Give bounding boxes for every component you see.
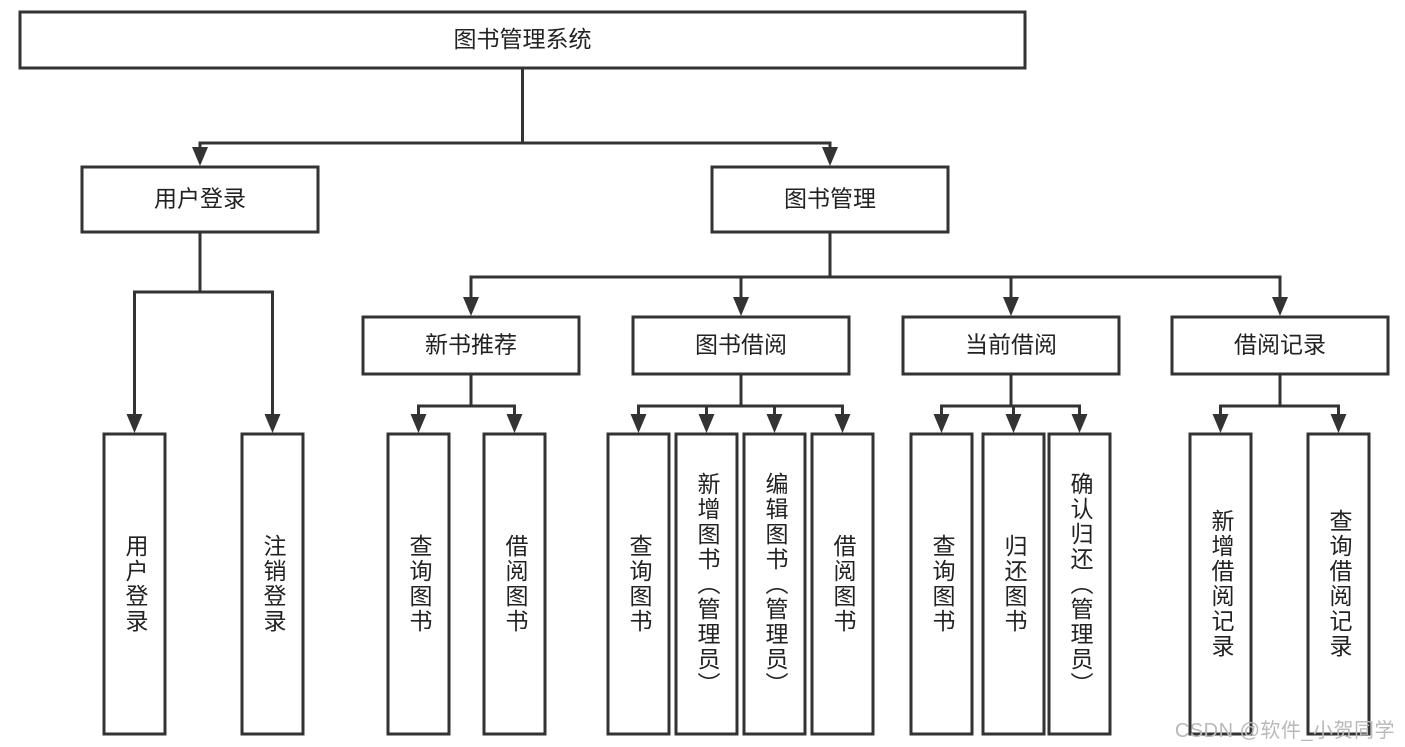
node-leaf-return-book[interactable]	[981, 432, 1046, 736]
node-label-current-borrow: 当前借阅	[965, 332, 1057, 358]
node-leaf-logout[interactable]	[240, 432, 305, 736]
node-label-book-borrow: 图书借阅	[695, 332, 787, 358]
node-book-manage[interactable]: 图书管理	[710, 165, 950, 234]
node-label-root: 图书管理系统	[454, 26, 592, 52]
node-label-book-manage: 图书管理	[784, 186, 876, 212]
node-leaf-user-login[interactable]	[102, 432, 167, 736]
node-leaf-add-book[interactable]	[674, 432, 739, 736]
node-leaf-confirm-return[interactable]	[1047, 432, 1112, 736]
node-leaf-borrow-book-1[interactable]	[482, 432, 547, 736]
node-root[interactable]: 图书管理系统	[18, 10, 1027, 70]
node-new-book-rec[interactable]: 新书推荐	[361, 315, 581, 376]
node-current-borrow[interactable]: 当前借阅	[901, 315, 1121, 376]
node-user-login[interactable]: 用户登录	[80, 165, 320, 234]
node-leaf-edit-book[interactable]	[742, 432, 807, 736]
node-leaf-query-book-1[interactable]	[386, 432, 451, 736]
node-leaf-query-record[interactable]	[1306, 432, 1371, 736]
node-leaf-borrow-book-2[interactable]	[810, 432, 875, 736]
node-label-new-book-rec: 新书推荐	[425, 332, 517, 358]
node-borrow-record[interactable]: 借阅记录	[1170, 315, 1390, 376]
node-leaf-query-book-2[interactable]	[606, 432, 671, 736]
node-leaf-query-book-3[interactable]	[909, 432, 974, 736]
node-label-borrow-record: 借阅记录	[1234, 332, 1326, 358]
watermark: CSDN @软件_小贺同学	[1174, 720, 1395, 742]
edge-layer	[126, 66, 1347, 433]
node-leaf-add-record[interactable]	[1188, 432, 1253, 736]
node-book-borrow[interactable]: 图书借阅	[631, 315, 851, 376]
node-label-user-login: 用户登录	[154, 186, 246, 212]
